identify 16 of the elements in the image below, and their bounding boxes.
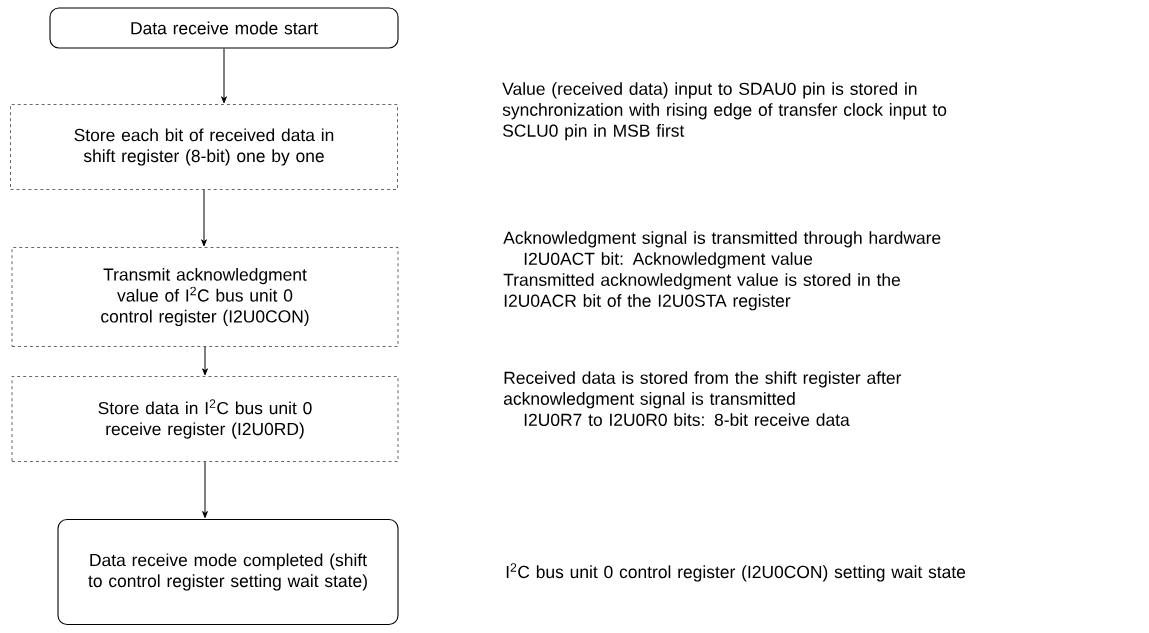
process-box: Transmit acknowledgment value of I$^{2}$C bus unit 0 control register (I2U0CON) xyxy=(11,247,399,347)
note-text: I2U0R7 to I2U0R0 bits: 8-bit receive data xyxy=(524,413,850,426)
arrow xyxy=(221,48,227,104)
process-box: Store data in I$^{2}$C bus unit 0 receive register (I2U0RD) xyxy=(11,376,399,462)
terminal-box: Data receive mode completed (shift to control register setting wait state) xyxy=(57,518,399,626)
process-box: Store each bit of received data in shift register (8-bit) one by one xyxy=(10,104,398,190)
note-text: Acknowledgment signal is transmitted through hardware xyxy=(503,231,941,248)
arrow xyxy=(201,189,207,247)
arrow xyxy=(202,461,208,519)
note-text: Received data is stored from the shift register after acknowledgment signal is transmitted xyxy=(503,371,902,409)
terminal-box: Data receive mode start xyxy=(49,7,399,49)
note-text: I$^{2}$C bus unit 0 control register (I2U0CON) setting wait state xyxy=(506,563,966,582)
note-text: Value (received data) input to SDAU0 pin is stored in synchronization with rising edge of transfer clock input to SCLU0 pin in MSB first xyxy=(502,82,947,141)
note-text: Transmitted acknowledgment value is stored in the I2U0ACR bit of the I2U0STA register xyxy=(503,273,900,311)
arrow xyxy=(202,346,208,376)
note-text: I2U0ACT bit: Acknowledgment value xyxy=(524,252,813,269)
